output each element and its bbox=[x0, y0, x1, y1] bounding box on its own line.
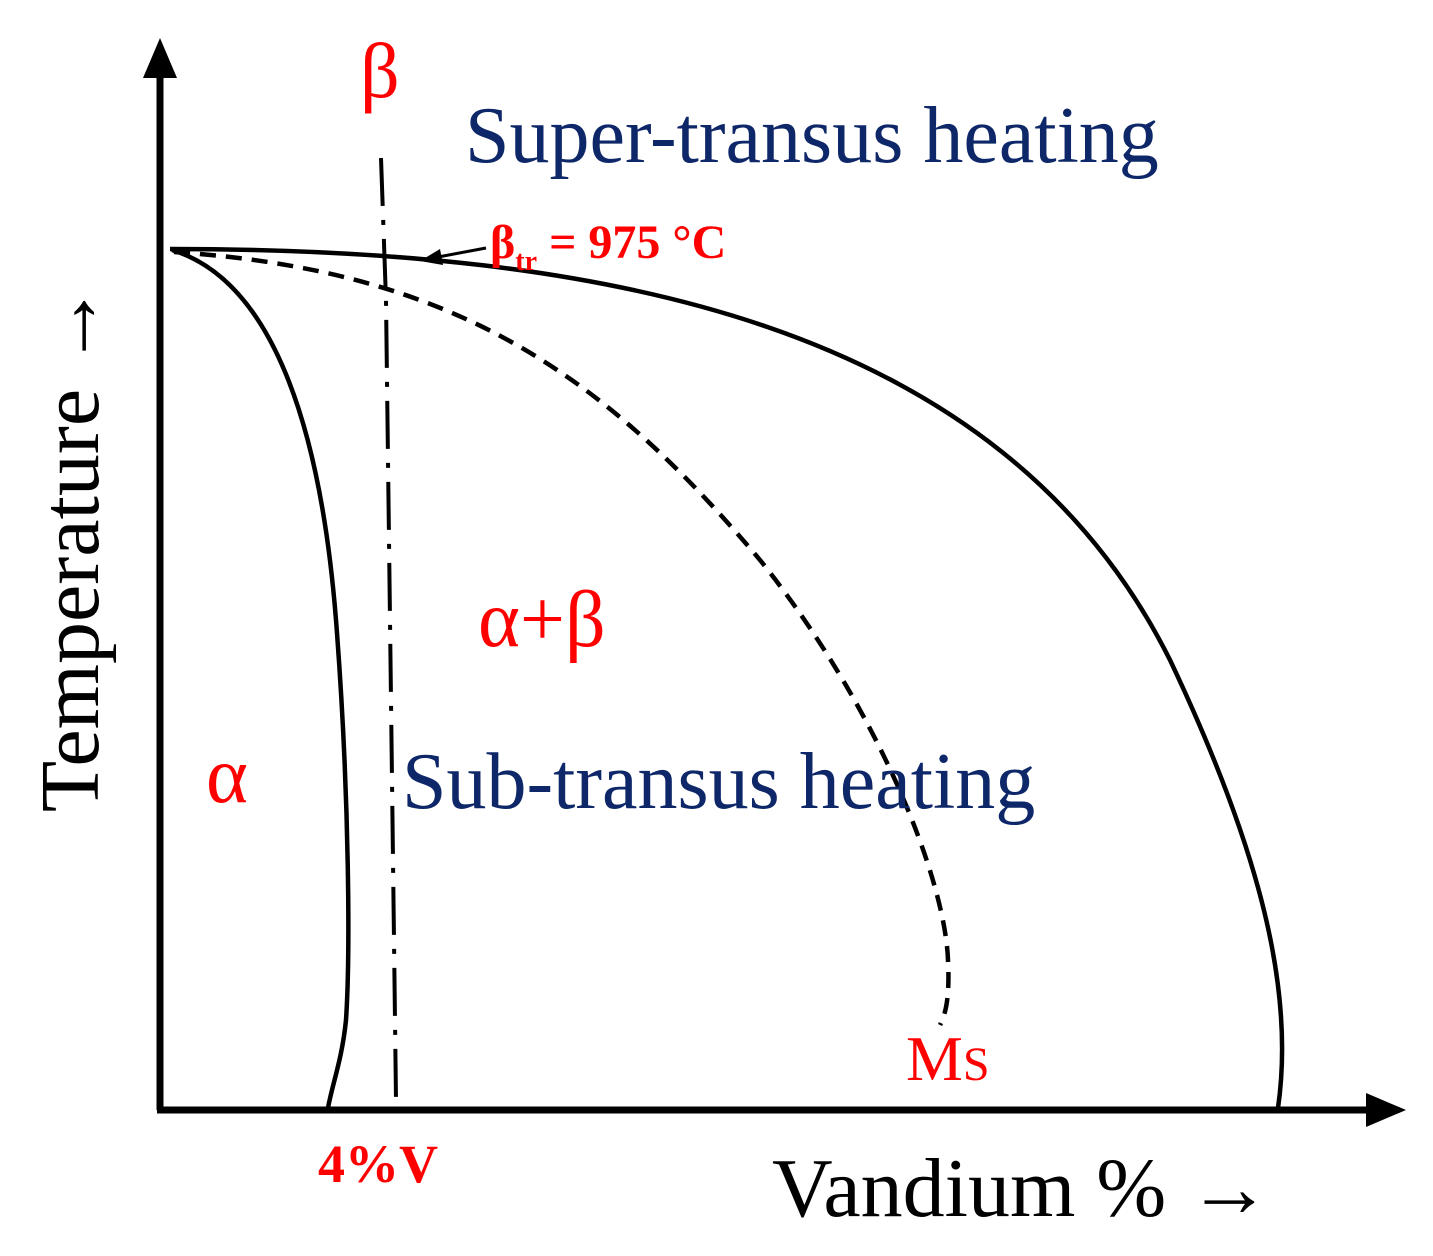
beta-transus-subscript: tr bbox=[515, 246, 537, 277]
pointer-head bbox=[420, 249, 443, 265]
alpha-boundary-curve bbox=[171, 247, 351, 1109]
four-percent-v-label: 4%V bbox=[318, 1134, 438, 1194]
alpha-phase-label: α bbox=[206, 732, 248, 820]
beta-transus-temperature-label: βtr = 975 °C bbox=[490, 216, 726, 277]
beta-transus-curve bbox=[169, 246, 1285, 1109]
super-transus-heating-label: Super-transus heating bbox=[465, 92, 1159, 180]
beta-transus-pointer bbox=[420, 246, 487, 265]
axes bbox=[143, 38, 1406, 1127]
ms-label: MS bbox=[906, 1023, 990, 1094]
beta-transus-value: = 975 °C bbox=[537, 216, 726, 269]
y-axis-arrowhead bbox=[143, 38, 177, 78]
ms-curve bbox=[173, 249, 951, 1027]
sub-transus-heating-label: Sub-transus heating bbox=[402, 738, 1035, 826]
y-axis-title: Temperature → bbox=[24, 284, 117, 812]
four-v-composition-line bbox=[379, 157, 398, 1101]
x-axis-arrowhead bbox=[1366, 1093, 1406, 1127]
beta-phase-label: β bbox=[360, 27, 400, 114]
beta-transus-symbol: β bbox=[490, 216, 515, 269]
alpha-beta-phase-label: α+β bbox=[478, 576, 606, 664]
ms-subscript: S bbox=[963, 1038, 990, 1091]
ms-main: M bbox=[906, 1023, 963, 1094]
x-axis-title: Vandium % → bbox=[772, 1142, 1271, 1235]
pointer-shaft bbox=[437, 246, 487, 259]
